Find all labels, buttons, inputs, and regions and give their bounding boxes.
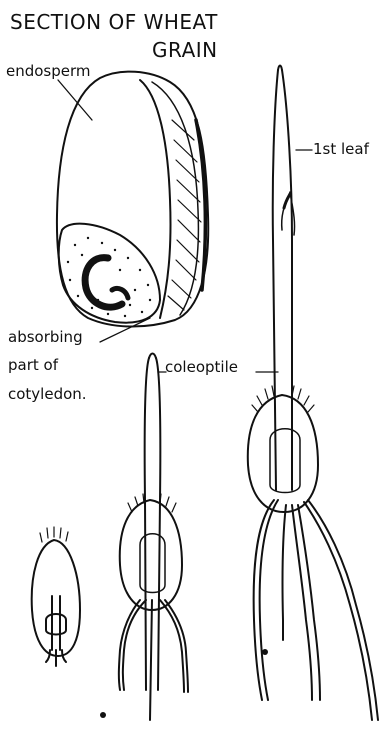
germination-stage-2: [119, 354, 188, 721]
wheat-grain-section: [57, 72, 208, 342]
endosperm-pointer: [58, 80, 92, 120]
germination-stage-3: [248, 66, 378, 721]
crease-hatching: [168, 120, 201, 310]
germination-stage-1: [32, 527, 80, 666]
absorbing-pointer: [100, 318, 150, 342]
